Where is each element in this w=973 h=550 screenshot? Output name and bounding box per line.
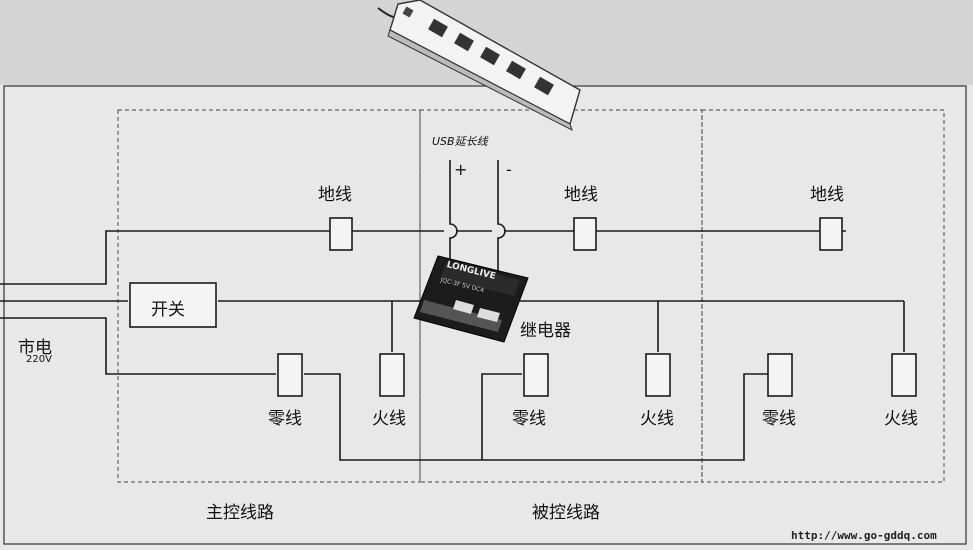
usb-cable-label: USB延长线	[432, 135, 488, 148]
usb-plus-wire	[449, 160, 458, 292]
live-box-1	[379, 353, 405, 397]
ground-box-1	[329, 217, 353, 251]
watermark-url: http://www.go-gddq.com	[791, 529, 937, 542]
usb-minus-label: -	[506, 160, 512, 179]
live-box-2	[645, 353, 671, 397]
ground-box-2	[573, 217, 597, 251]
live-label-2: 火线	[640, 409, 674, 429]
relay-label: 继电器	[520, 321, 571, 341]
main-circuit-box	[117, 109, 421, 483]
neutral-box-3	[767, 353, 793, 397]
power-strip	[377, 0, 581, 132]
live-label-3: 火线	[884, 409, 918, 429]
live-box-3	[891, 353, 917, 397]
usb-minus-wire	[497, 160, 506, 292]
wires	[0, 160, 905, 461]
components	[129, 217, 917, 397]
neutral-box-2	[523, 353, 549, 397]
extra-box	[701, 109, 945, 483]
ground-label-2: 地线	[564, 185, 598, 205]
controlled-circuit-label: 被控线路	[532, 503, 600, 523]
neutral-return	[304, 373, 768, 461]
neutral-label-1: 零线	[268, 409, 302, 429]
relay-module	[413, 255, 529, 343]
neutral-label-2: 零线	[512, 409, 546, 429]
switch-label: 开关	[151, 300, 185, 320]
main-circuit-label: 主控线路	[206, 503, 274, 523]
mains-label: 市电	[18, 338, 52, 358]
ground-label-1: 地线	[318, 185, 352, 205]
neutral-box-1	[277, 353, 303, 397]
ground-box-3	[819, 217, 843, 251]
ground-label-3: 地线	[810, 185, 844, 205]
neutral-label-3: 零线	[762, 409, 796, 429]
usb-plus-label: +	[454, 160, 468, 179]
ground-wire	[0, 230, 444, 285]
mains-voltage-label: 220V	[26, 354, 52, 365]
switch-box	[129, 282, 217, 328]
neutral-input-wire	[0, 317, 276, 375]
live-label-1: 火线	[372, 409, 406, 429]
